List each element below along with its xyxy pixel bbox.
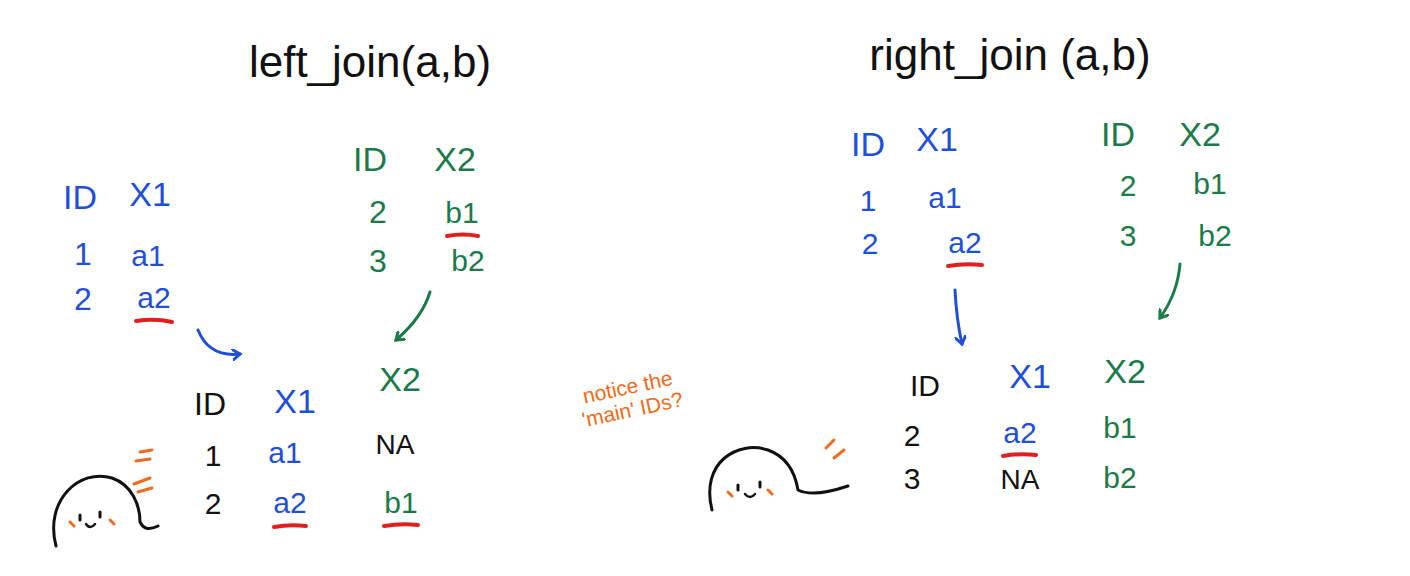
- table-header: X1: [1009, 358, 1051, 395]
- table-cell: a2: [1003, 416, 1036, 449]
- ghost-doodle: [54, 450, 158, 546]
- table-header: X2: [434, 141, 476, 178]
- table-header: ID: [910, 369, 940, 402]
- table-cell: a2: [948, 226, 981, 259]
- table-cell: a1: [928, 181, 961, 214]
- table-cell: b1: [1193, 167, 1226, 200]
- table-cell: 3: [1120, 219, 1137, 252]
- table-header: X1: [916, 121, 958, 158]
- table-header: X2: [379, 361, 421, 398]
- table-cell: b2: [1198, 219, 1231, 252]
- table-cell: b2: [451, 244, 484, 277]
- table-cell: 1: [74, 237, 92, 272]
- table-cell: a1: [268, 436, 301, 469]
- annotation-note: notice the 'main' IDs?: [562, 362, 699, 434]
- table-cell: 1: [205, 439, 222, 472]
- join-title: left_join(a,b): [249, 38, 491, 86]
- table-cell: b1: [384, 486, 417, 519]
- ghost-doodle: [710, 440, 848, 510]
- table-cell: 2: [904, 419, 921, 452]
- table-cell: 2: [862, 227, 879, 260]
- table-cell: 1: [860, 184, 877, 217]
- table-header: X1: [129, 176, 171, 213]
- flow-arrow: [198, 330, 240, 354]
- flow-arrow: [955, 290, 962, 344]
- highlight-underline: [136, 235, 1036, 528]
- table-cell: a2: [137, 281, 170, 314]
- table-cell: NA: [1001, 465, 1040, 496]
- table-cell: 2: [205, 487, 222, 520]
- table-cell: 2: [369, 195, 387, 230]
- table-header: X2: [1104, 353, 1146, 390]
- table-cell: 2: [74, 282, 92, 317]
- table-cell: NA: [376, 430, 415, 461]
- table-cell: 2: [1120, 169, 1137, 202]
- table-header: ID: [1101, 116, 1135, 153]
- flow-arrow: [1160, 264, 1180, 318]
- table-cell: b1: [1103, 411, 1136, 444]
- table-cell: b2: [1103, 461, 1136, 494]
- table-cell: 3: [369, 244, 387, 279]
- table-cell: a2: [273, 486, 306, 519]
- join-title: right_join (a,b): [869, 31, 1150, 79]
- table-cell: a1: [131, 239, 164, 272]
- table-header: ID: [194, 387, 226, 422]
- table-header: ID: [851, 126, 885, 163]
- table-cell: b1: [445, 196, 478, 229]
- table-header: X1: [274, 383, 316, 420]
- table-cell: 3: [904, 462, 921, 495]
- table-header: ID: [353, 141, 387, 178]
- table-header: X2: [1179, 116, 1221, 153]
- table-header: ID: [63, 179, 97, 216]
- flow-arrow: [396, 292, 430, 340]
